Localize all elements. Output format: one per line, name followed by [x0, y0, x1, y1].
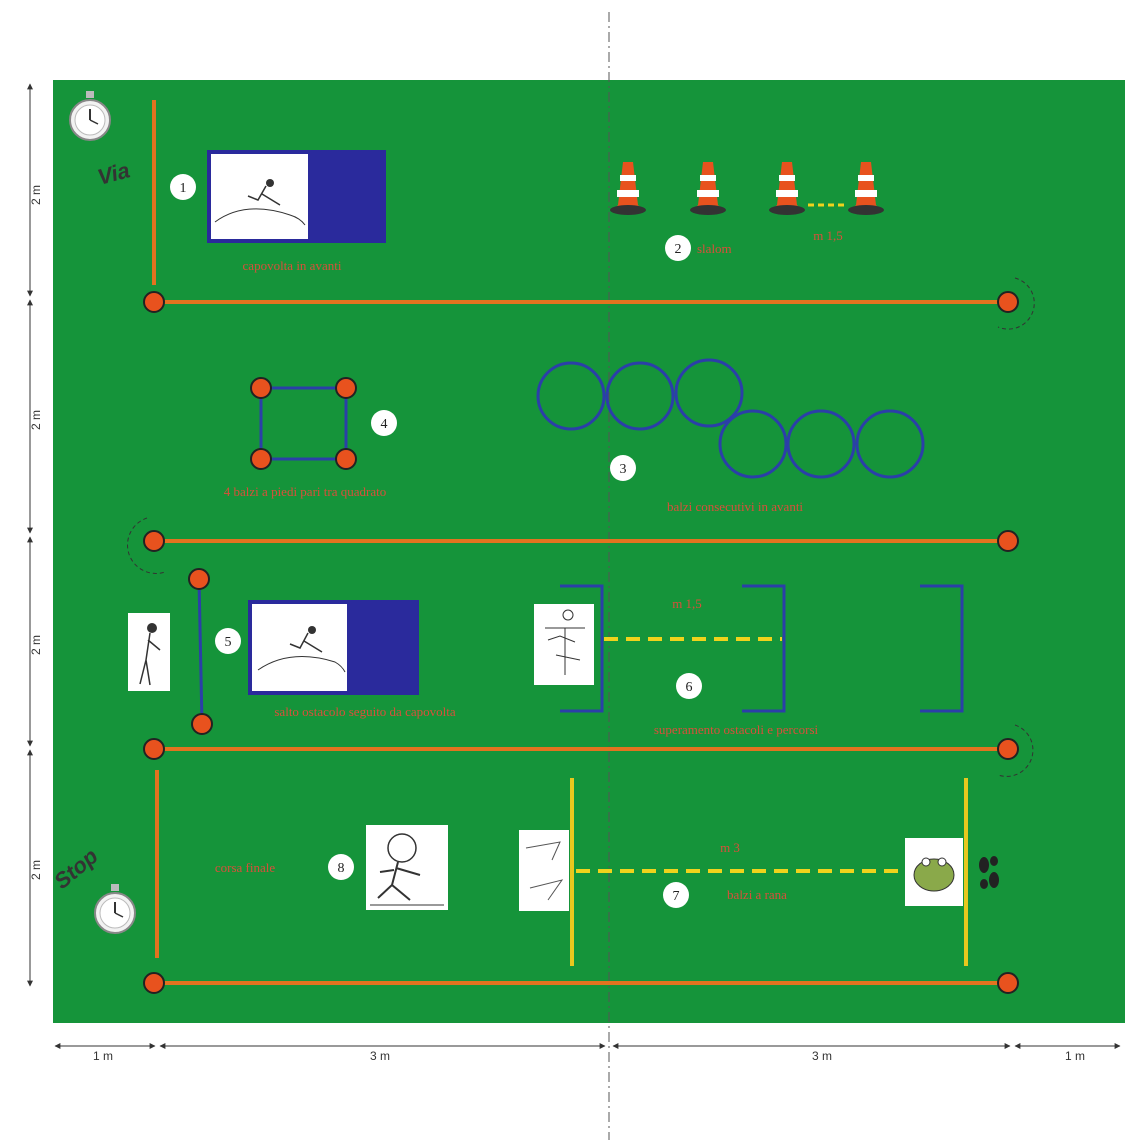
station-1-label: capovolta in avanti: [243, 258, 342, 273]
station-5-number-circle: [215, 628, 241, 654]
dim-label-bottom-1: 1 m: [93, 1049, 113, 1063]
station-4-label: 4 balzi a piedi pari tra quadrato: [224, 484, 386, 499]
station-2-label: slalom: [697, 241, 732, 256]
station-2-distance: m 1,5: [813, 228, 843, 243]
dim-label-bottom-4: 1 m: [1065, 1049, 1085, 1063]
turn-arc-left-1: [127, 517, 166, 574]
station-1-number: 1: [180, 181, 187, 196]
station-3-number-circle: [610, 455, 636, 481]
station-6-image: [534, 604, 594, 685]
station-5-number: 5: [225, 635, 232, 650]
station-5-side-image: [128, 613, 170, 691]
station-5-label: salto ostacolo seguito da capovolta: [274, 704, 455, 719]
lane-marker: [997, 972, 1019, 994]
station-7-number-circle: [663, 882, 689, 908]
dim-label-row1: 2 m: [29, 185, 43, 205]
turn-arc-right-2: [997, 724, 1034, 777]
stopwatch-icon: [69, 91, 111, 141]
station-6-bracket-3: [920, 584, 964, 713]
frog-image: [905, 838, 963, 906]
station-7-image: [519, 830, 569, 911]
station-5-image: [248, 600, 419, 695]
dim-label-bottom-3: 3 m: [812, 1049, 832, 1063]
lane-marker: [997, 738, 1019, 760]
station-8-number: 8: [338, 861, 345, 876]
left-dimension: 2 m 2 m 2 m 2 m: [27, 83, 43, 987]
station-4-number-circle: [371, 410, 397, 436]
lane-marker: [997, 291, 1019, 313]
station-1-number-circle: [170, 174, 196, 200]
cone-icon: [690, 162, 726, 215]
lane-marker: [997, 530, 1019, 552]
dim-label-row2: 2 m: [29, 410, 43, 430]
stopwatch-icon: [94, 884, 136, 934]
station-2-number: 2: [675, 242, 682, 257]
station-8-label: corsa finale: [215, 860, 276, 875]
hoop-icon: [536, 358, 925, 479]
station-2-number-circle: [665, 235, 691, 261]
lane-marker: [143, 972, 165, 994]
dim-label-row3: 2 m: [29, 635, 43, 655]
dim-label-row4: 2 m: [29, 860, 43, 880]
cone-icon: [610, 162, 646, 215]
station-3-number: 3: [620, 462, 627, 477]
lane-marker: [143, 291, 165, 313]
lane-marker: [143, 530, 165, 552]
station-1-image: [207, 150, 386, 243]
turn-arc-right-1: [997, 277, 1035, 330]
cone-icon: [848, 162, 884, 215]
lane-marker: [143, 738, 165, 760]
station-8-number-circle: [328, 854, 354, 880]
station-5-hurdle: [188, 568, 213, 735]
station-7-distance: m 3: [720, 840, 740, 855]
station-6-bracket-2: [742, 584, 786, 713]
bottom-dimension: 1 m 3 m 3 m 1 m: [54, 1043, 1121, 1063]
station-6-label: superamento ostacoli e percorsi: [654, 722, 819, 737]
station-3-label: balzi consecutivi in avanti: [667, 499, 803, 514]
station-8-image: [366, 825, 448, 910]
station-7-label: balzi a rana: [727, 887, 787, 902]
station-7-number: 7: [673, 889, 680, 904]
station-6-distance: m 1,5: [672, 596, 702, 611]
station-6-number-circle: [676, 673, 702, 699]
station-4-square: [250, 377, 357, 470]
station-6-number: 6: [686, 680, 693, 695]
footprints-icon: [979, 856, 999, 889]
cone-icon: [769, 162, 805, 215]
station-4-number: 4: [381, 417, 388, 432]
dim-label-bottom-2: 3 m: [370, 1049, 390, 1063]
station-6-bracket-1: [560, 584, 604, 713]
